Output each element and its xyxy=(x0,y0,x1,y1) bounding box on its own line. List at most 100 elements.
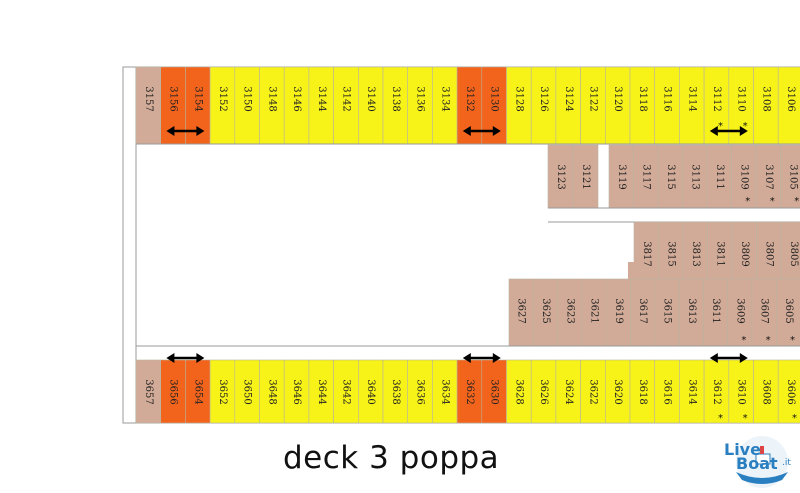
cabin-number: 3118 xyxy=(637,86,648,111)
cabin-3807: 3807 xyxy=(756,221,782,280)
cabin-cell xyxy=(654,359,680,424)
cabin-number: 3613 xyxy=(686,298,697,323)
cabin-number: 3634 xyxy=(439,379,450,404)
cabin-3120: 3120 xyxy=(604,66,631,145)
cabin-3632: 3632 xyxy=(456,359,483,424)
cabin-3620: 3620 xyxy=(604,359,631,424)
cabin-3609: 3609* xyxy=(727,278,753,347)
cabin-cell xyxy=(557,278,583,347)
cabin-number: 3616 xyxy=(662,379,673,404)
cabin-number: 3614 xyxy=(686,379,697,404)
cabin-number: 3113 xyxy=(689,164,700,189)
cabin-cell xyxy=(682,221,708,280)
cabin-3615: 3615 xyxy=(654,278,680,347)
cabin-number: 3621 xyxy=(589,298,600,323)
star-marker-icon: * xyxy=(770,196,775,207)
cabin-3144: 3144 xyxy=(308,66,334,145)
cabin-number: 3112 xyxy=(711,86,722,111)
connecting-door-icon xyxy=(462,353,501,363)
cabin-number: 3640 xyxy=(365,379,376,404)
cabin-number: 3120 xyxy=(612,86,623,111)
cabin-3111: 3111 xyxy=(706,144,732,209)
cabin-3150: 3150 xyxy=(234,66,260,145)
cabin-number: 3154 xyxy=(192,86,203,111)
cabin-3106: 3106 xyxy=(777,66,800,145)
cabin-3623: 3623 xyxy=(557,278,583,347)
cabin-3626: 3626 xyxy=(530,359,557,424)
cabin-cell xyxy=(382,359,409,424)
logo-ship-icon xyxy=(736,436,788,488)
cabin-cell xyxy=(727,278,753,347)
cabin-number: 3108 xyxy=(760,86,771,111)
cabin-3123: 3123 xyxy=(547,144,574,209)
cabin-3805: 3805 xyxy=(780,221,800,280)
cabin-cell xyxy=(532,278,558,347)
cabin-number: 3630 xyxy=(489,379,500,404)
cabin-number: 3627 xyxy=(516,298,527,323)
star-marker-icon: * xyxy=(790,335,795,346)
cabin-3809: 3809 xyxy=(731,221,757,280)
cabin-3121: 3121 xyxy=(572,144,599,209)
cabin-number: 3146 xyxy=(291,86,302,111)
cabin-number: 3610 xyxy=(736,379,747,404)
cabin-number: 3126 xyxy=(538,86,549,111)
cabin-number: 3142 xyxy=(340,86,351,111)
cabin-cell xyxy=(703,278,729,347)
cabin-number: 3646 xyxy=(291,379,302,404)
logo-text-suffix: .it xyxy=(782,458,791,468)
cabin-number: 3611 xyxy=(710,298,721,323)
cabin-cell xyxy=(679,359,705,424)
connecting-door-icon xyxy=(166,353,205,363)
cabin-cell xyxy=(753,359,779,424)
cabin-cell xyxy=(481,359,507,424)
cabin-cell xyxy=(604,66,631,145)
cabin-number: 3608 xyxy=(760,379,771,404)
cabin-3107: 3107* xyxy=(755,144,781,209)
cabin-number: 3116 xyxy=(662,86,673,111)
cabin-3126: 3126 xyxy=(530,66,557,145)
cabin-cell xyxy=(657,144,683,209)
cabin-number: 3623 xyxy=(564,298,575,323)
cabin-3142: 3142 xyxy=(333,66,359,145)
cabin-number: 3615 xyxy=(661,298,672,323)
cabin-cell xyxy=(432,359,458,424)
bottom-inner-cabin-row: 3627 3625 3623 3621 3619 3617 3615 3613 3611 3609… xyxy=(136,278,800,347)
cabin-number: 3632 xyxy=(464,379,475,404)
cabin-number: 3625 xyxy=(540,298,551,323)
cabin-3105: 3105* xyxy=(780,144,800,209)
stern-edge xyxy=(122,66,137,424)
cabin-cell xyxy=(209,359,236,424)
cabin-cell xyxy=(555,66,581,145)
cabin-3119: 3119 xyxy=(608,144,634,209)
cabin-number: 3619 xyxy=(613,298,624,323)
cabin-cell xyxy=(456,359,483,424)
cabin-3605: 3605* xyxy=(775,278,800,347)
cabin-3618: 3618 xyxy=(629,359,656,424)
cabin-cell xyxy=(234,66,260,145)
cabin-3627: 3627 xyxy=(508,278,534,347)
cabin-number: 3111 xyxy=(714,164,725,189)
cabin-3634: 3634 xyxy=(432,359,458,424)
cabin-3650: 3650 xyxy=(234,359,260,424)
cabin-number: 3617 xyxy=(637,298,648,323)
cabin-number: 3150 xyxy=(242,86,253,111)
cabin-number: 3148 xyxy=(266,86,277,111)
connecting-doors xyxy=(166,126,748,363)
cabin-number: 3606 xyxy=(785,379,796,404)
cabin-3152: 3152 xyxy=(209,66,236,145)
cabin-number: 3109 xyxy=(738,164,749,189)
cabin-3630: 3630 xyxy=(481,359,507,424)
star-marker-icon: * xyxy=(792,413,797,424)
cabin-3642: 3642 xyxy=(333,359,359,424)
cabin-3108: 3108 xyxy=(753,66,779,145)
inner-block-notch xyxy=(628,262,636,279)
cabin-number: 3105 xyxy=(787,164,798,189)
cabin-cell xyxy=(753,66,779,145)
cabin-number: 3128 xyxy=(513,86,524,111)
cabin-cell xyxy=(580,359,606,424)
cabin-number: 3152 xyxy=(217,86,228,111)
cabin-cell xyxy=(135,359,162,424)
cabin-cell xyxy=(581,278,607,347)
cabin-3617: 3617 xyxy=(630,278,656,347)
